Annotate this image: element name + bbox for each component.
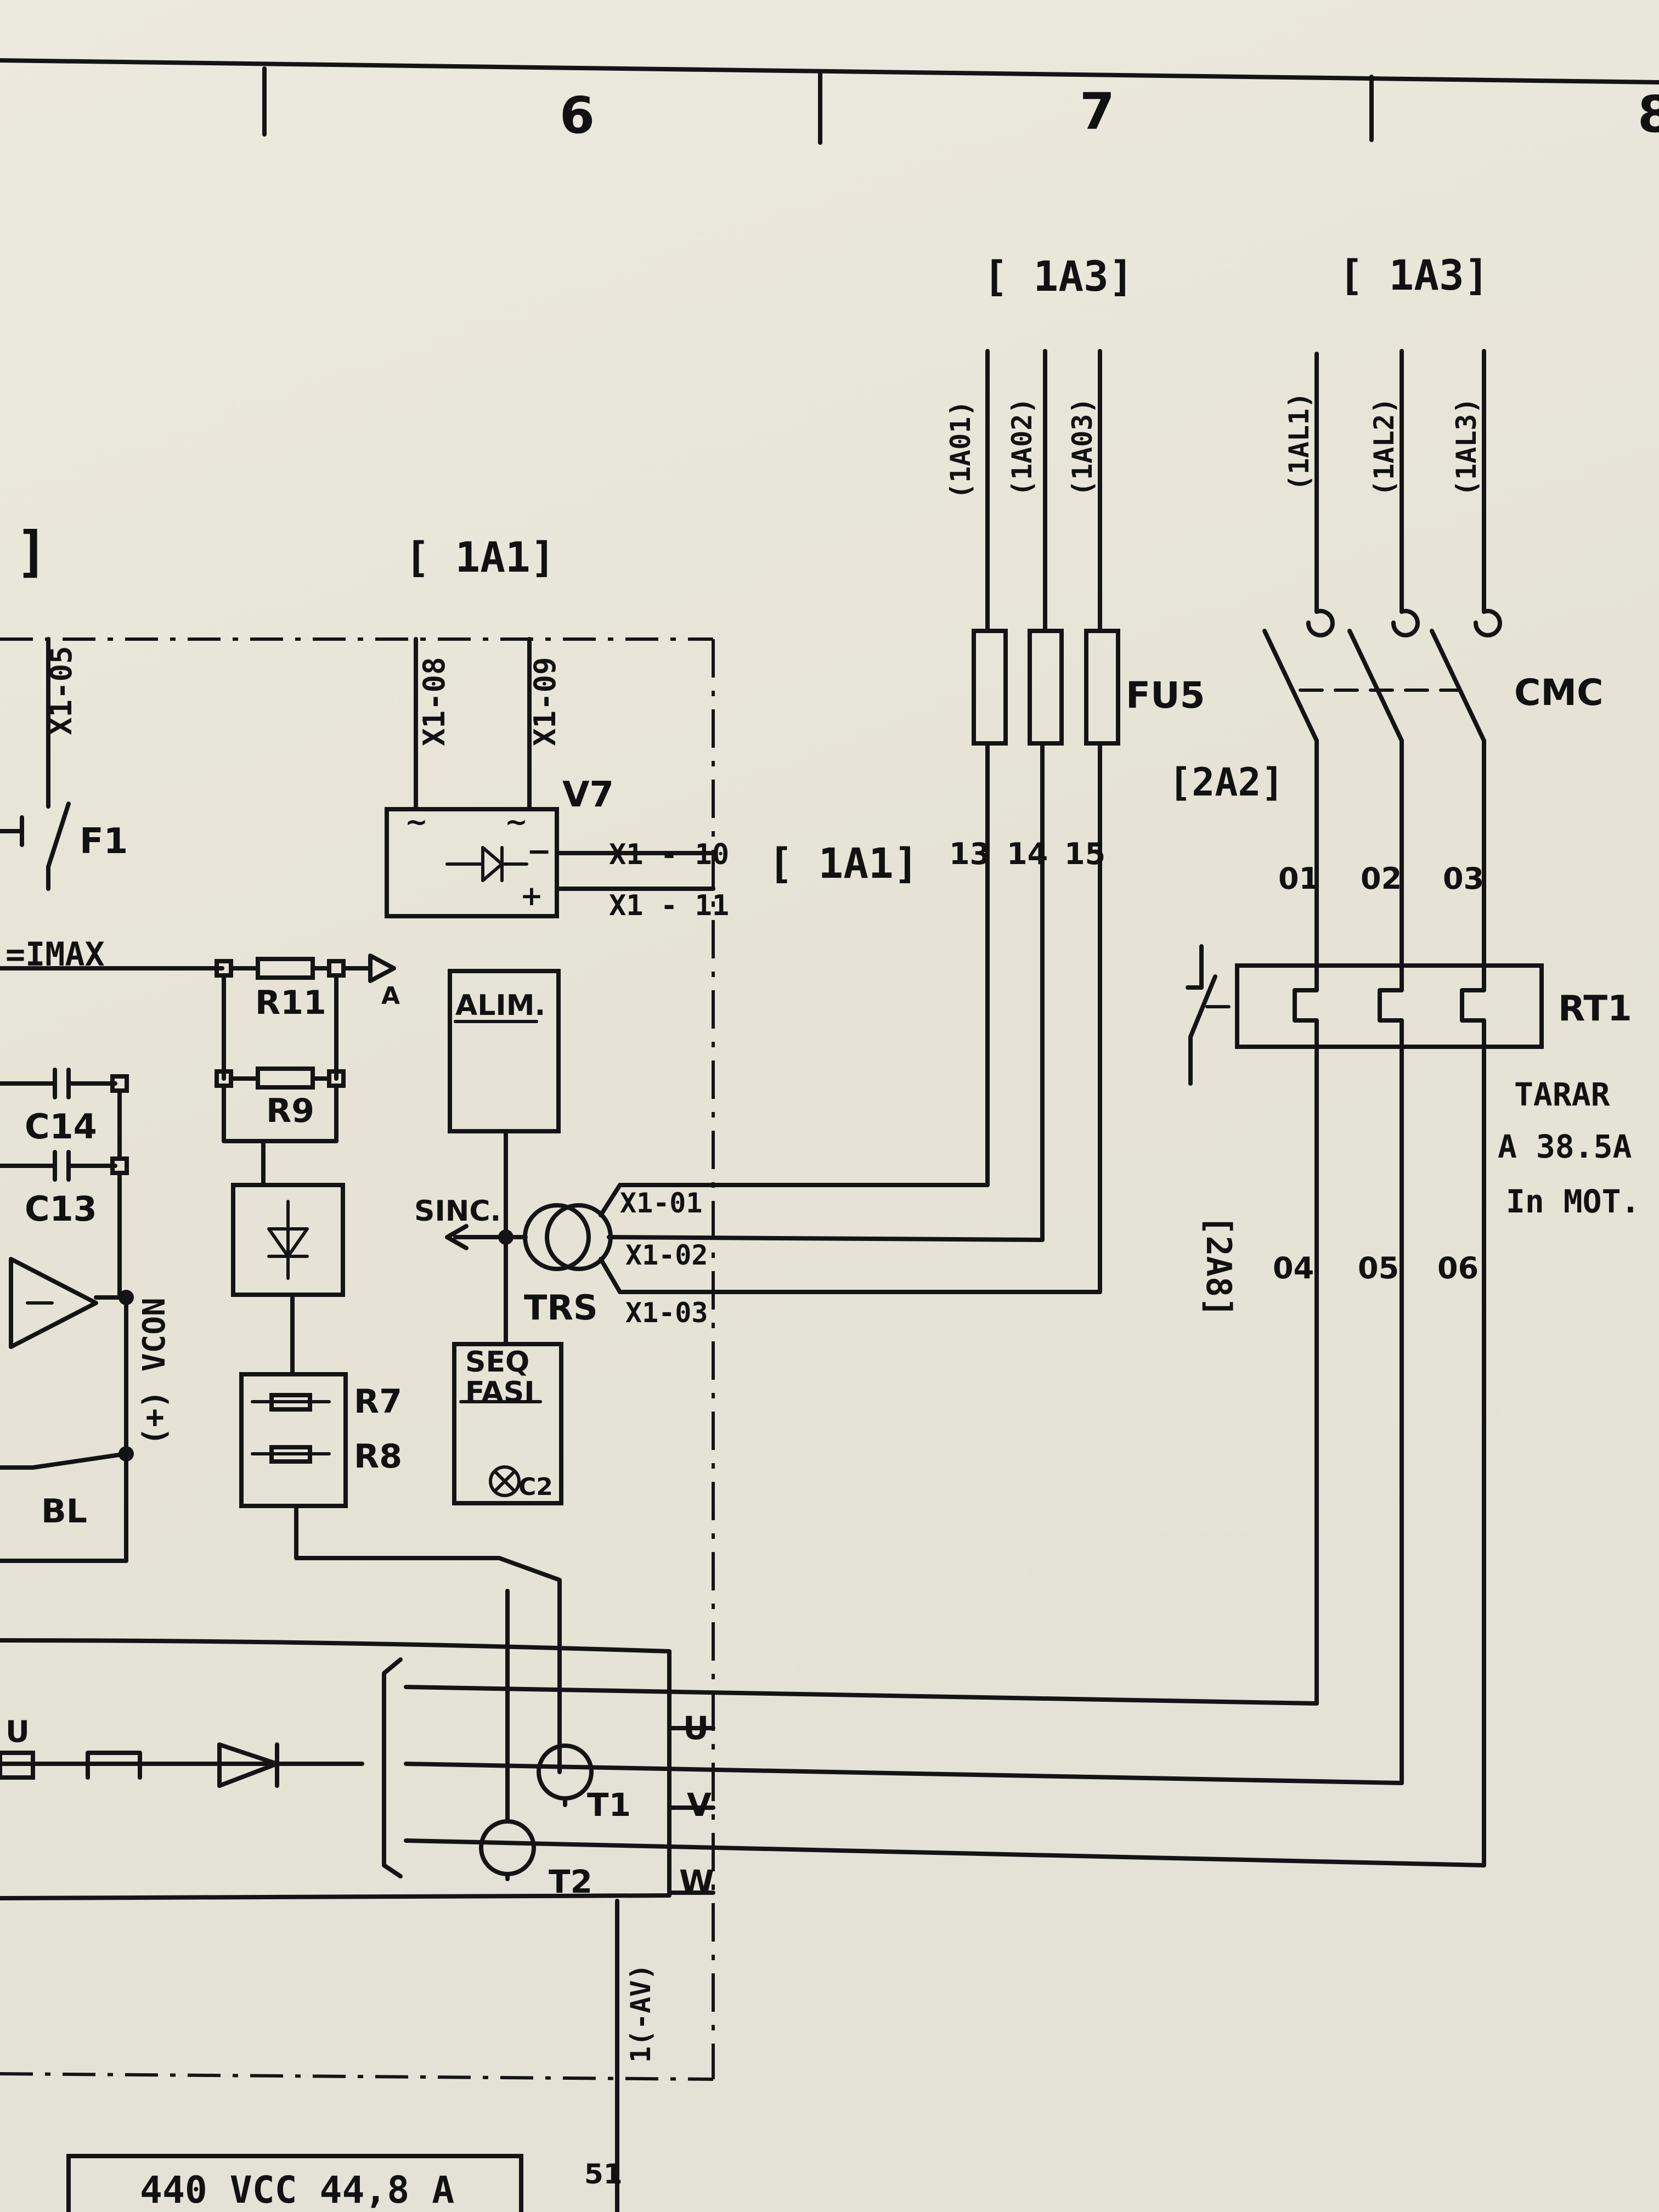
label-14: 14 <box>1007 837 1048 871</box>
label-t1: T1 <box>587 1786 631 1824</box>
label-04: 04 <box>1273 1251 1314 1285</box>
label-fu5: FU5 <box>1126 674 1205 716</box>
ref-1a1-mid: [ 1A1] <box>768 839 919 888</box>
label-vcon: (+) VCON <box>137 1297 172 1446</box>
label-51: 51 <box>584 2158 623 2190</box>
label-imax: =IMAX <box>5 935 105 974</box>
module-boundary <box>0 637 715 2081</box>
label-1a03: (1A03) <box>1066 397 1098 496</box>
column-number-6: 6 <box>560 86 595 145</box>
plus-symbol: + <box>520 880 543 912</box>
v7-bridge-rectifier <box>385 637 715 918</box>
rating-box <box>66 2154 523 2212</box>
ref-1a1-upper: [ 1A1] <box>405 533 556 582</box>
label-15: 15 <box>1064 837 1105 871</box>
label-r11: R11 <box>255 984 326 1022</box>
ref-2a8: [2A8] <box>1199 1215 1239 1318</box>
label-05: 05 <box>1358 1251 1399 1285</box>
label-x1-11: X1 - 11 <box>609 889 729 922</box>
label-w: W <box>679 1863 714 1900</box>
label-t2: T2 <box>549 1863 592 1900</box>
label-x1-02: X1-02 <box>625 1239 708 1271</box>
column-number-8: 8 <box>1638 85 1659 144</box>
label-in-mot: In MOT. <box>1506 1183 1640 1220</box>
left-u-line <box>0 1742 364 1788</box>
label-fasi: FASI <box>465 1376 535 1409</box>
minus-symbol: − <box>527 834 551 868</box>
ac-symbol-left: ~ <box>405 806 428 838</box>
label-u-left: U <box>5 1714 30 1749</box>
capacitors <box>0 1068 129 1300</box>
label-38-5a: A 38.5A <box>1498 1128 1632 1165</box>
ref-1a3-right: [ 1A3] <box>1339 251 1489 300</box>
label-rt1: RT1 <box>1558 989 1632 1029</box>
label-f1: F1 <box>80 821 128 862</box>
ref-1a3-left: [ 1A3] <box>983 252 1134 301</box>
label-alim: ALIM. <box>455 989 545 1022</box>
label-03: 03 <box>1443 861 1484 896</box>
rating-label: 440 VCC 44,8 A <box>140 2169 454 2212</box>
trs-sync-wires <box>599 744 1102 1294</box>
label-x1-03: X1-03 <box>625 1297 708 1329</box>
label-06: 06 <box>1437 1251 1479 1285</box>
alim-trs-seqfasi <box>445 969 613 1505</box>
label-x1-01: X1-01 <box>620 1187 703 1219</box>
label-r9: R9 <box>266 1092 314 1130</box>
frame-border <box>0 58 1659 145</box>
f1-contact <box>0 637 71 891</box>
column-number-7: 7 <box>1080 82 1115 141</box>
label-seq: SEQ <box>465 1346 529 1379</box>
label-c2: C2 <box>518 1473 553 1501</box>
label-x1-09: X1-09 <box>528 657 562 746</box>
label-r8: R8 <box>354 1437 402 1476</box>
label-tarar: TARAR <box>1514 1076 1610 1113</box>
ref-2a2: [2A2] <box>1169 760 1284 805</box>
label-01: 01 <box>1278 861 1319 896</box>
label-cmc: CMC <box>1514 672 1604 714</box>
label-r7: R7 <box>354 1383 402 1421</box>
ac-symbol-right: ~ <box>505 806 528 838</box>
label-1al2: (1AL2) <box>1368 397 1400 496</box>
three-phase-lines <box>0 1589 1486 2212</box>
cmc-contactor <box>1262 349 1502 968</box>
label-a-output: A <box>381 982 400 1010</box>
label-13: 13 <box>949 837 990 871</box>
label-sinc: SINC. <box>414 1195 501 1228</box>
label-1a02: (1A02) <box>1006 397 1038 496</box>
fu5-fuses <box>972 349 1120 746</box>
imax-line <box>0 953 396 1187</box>
label-1al1: (1AL1) <box>1283 392 1315 491</box>
label-x1-05: X1-05 <box>44 646 78 735</box>
label-u: U <box>683 1709 709 1747</box>
label-av: 1(-AV) <box>625 1963 657 2063</box>
label-x1-10: X1 - 10 <box>609 838 729 871</box>
label-v: V <box>687 1786 712 1824</box>
label-c14: C14 <box>25 1107 97 1147</box>
label-1al3: (1AL3) <box>1451 397 1482 496</box>
label-c13: C13 <box>25 1189 97 1229</box>
label-x1-08: X1-08 <box>417 657 452 746</box>
label-bl: BL <box>41 1492 87 1531</box>
rectifier-box <box>231 1183 562 1774</box>
label-02: 02 <box>1361 861 1402 896</box>
label-trs: TRS <box>524 1288 598 1328</box>
rt1-thermal-relay <box>1186 944 1544 1867</box>
label-1a01: (1A01) <box>945 400 977 499</box>
label-v7: V7 <box>562 775 614 815</box>
ref-bracket-left: ] <box>15 520 48 584</box>
opamp <box>0 1257 134 1563</box>
